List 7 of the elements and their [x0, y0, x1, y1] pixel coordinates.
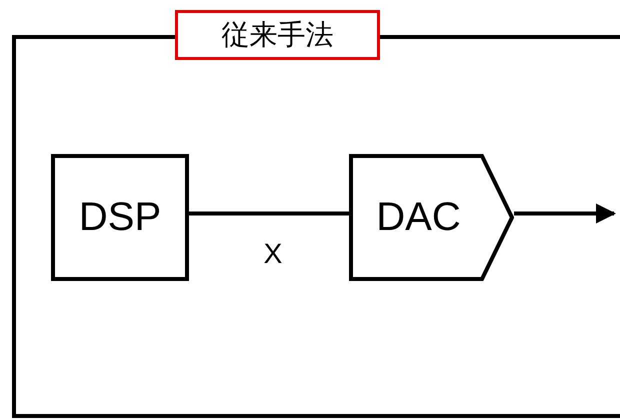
edge-label: X — [262, 238, 284, 270]
arrow — [514, 204, 616, 224]
block-label: DSP — [78, 195, 162, 240]
block-label: DAC — [376, 195, 462, 240]
dsp-block — [51, 154, 189, 281]
frame-title: 従来手法 — [175, 10, 380, 60]
connector-line — [189, 212, 349, 216]
